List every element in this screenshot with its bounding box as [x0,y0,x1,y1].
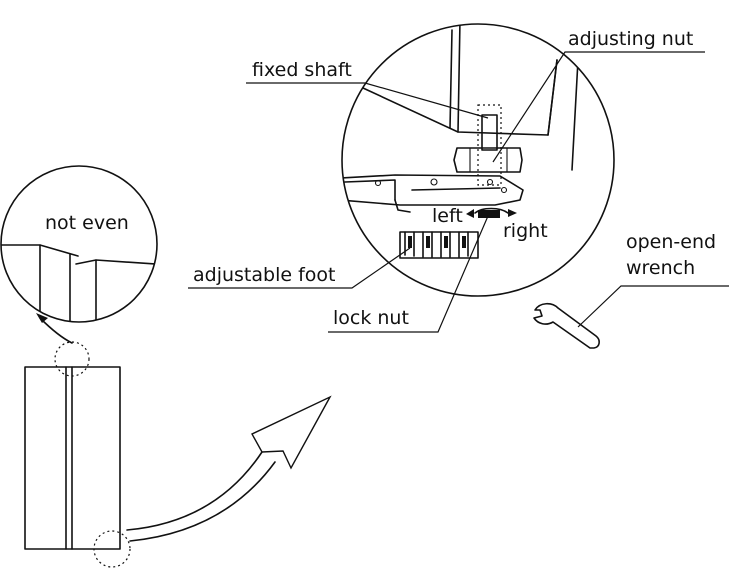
label-lock-nut-group: lock nut [328,215,489,333]
label-left: left [432,205,463,227]
label-right: right [503,220,548,242]
shaft-dashed-box [477,104,502,186]
label-fixed-shaft-group: fixed shaft [246,59,489,119]
label-adjusting-nut-group: adjusting nut [492,28,705,163]
label-adjustable-foot-group: adjustable foot [188,247,411,289]
label-fixed-shaft: fixed shaft [252,59,352,81]
wrench-group: open-end wrench [533,231,729,349]
label-not-even: not even [45,212,129,234]
label-wrench-line2: wrench [626,257,695,279]
label-adjusting-nut: adjusting nut [568,28,693,50]
label-wrench-line1: open-end [626,231,716,253]
detail-circle-foot [341,23,615,297]
label-lock-nut: lock nut [333,307,409,329]
rotation-arrow-icon [466,207,517,218]
detail-circle-left [0,165,158,323]
top-inspection-circle [54,341,90,377]
foot-inspection-circle [93,530,131,568]
wrench-icon [533,302,600,349]
cabinet-front-view [24,341,131,568]
curved-arrow [126,395,332,542]
foot-detail-callout: left right [341,23,615,297]
uneven-detail-callout: not even [0,165,158,344]
label-adjustable-foot: adjustable foot [193,264,335,286]
